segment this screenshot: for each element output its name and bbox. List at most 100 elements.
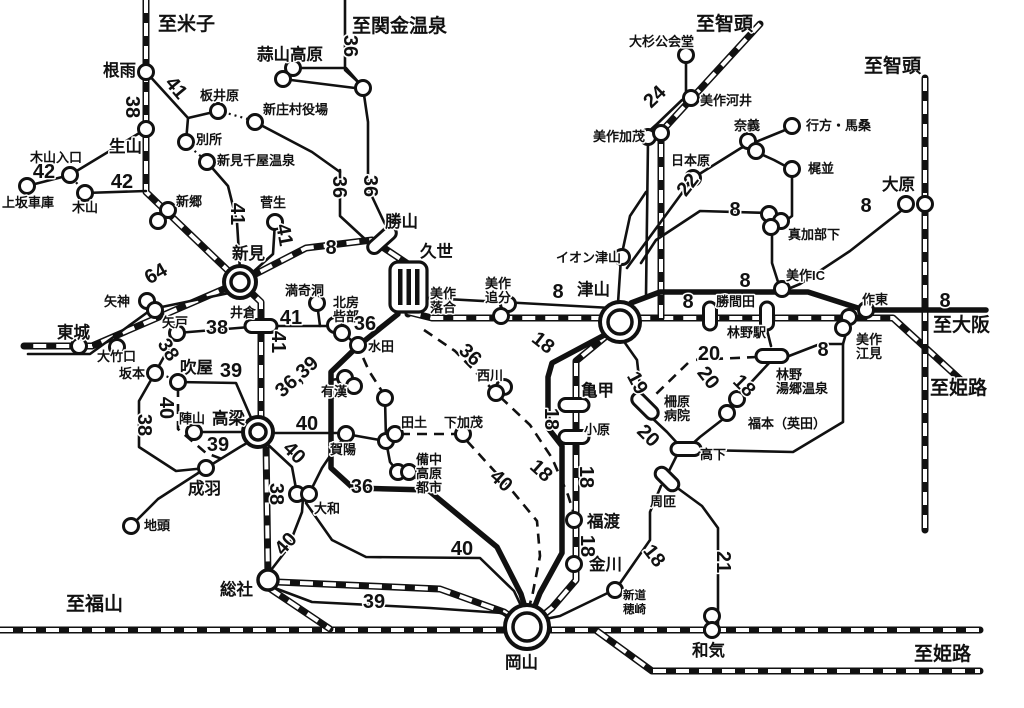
ohara-1-station-marker[interactable] (897, 195, 915, 213)
azae-2-station-marker[interactable] (333, 324, 351, 342)
nishikawa-2-station-marker[interactable] (487, 384, 505, 402)
ukan-2-station-marker[interactable] (345, 377, 363, 395)
line-ohara8-bus-route (786, 205, 908, 291)
fukumoto-2-station-marker[interactable] (718, 404, 736, 422)
fukiya-station-marker[interactable] (169, 373, 187, 391)
yakami-2-station-marker[interactable] (146, 301, 164, 319)
kamenoko-sta-capsule-marker[interactable] (557, 397, 591, 413)
tado-3-station-marker[interactable] (386, 425, 404, 443)
route-number-41-13: 41 (267, 331, 289, 353)
label-生山: 生山 (109, 136, 142, 156)
label-東城: 東城 (57, 322, 91, 342)
kanagawa-station-marker[interactable] (565, 555, 583, 573)
label-作東: 作東 (862, 292, 888, 307)
shindo-hosaki-station-marker[interactable] (606, 581, 624, 599)
kamisaka-shako-station-marker[interactable] (18, 177, 36, 195)
sugao-station-marker[interactable] (266, 213, 284, 231)
label-至関金温泉: 至関金温泉 (352, 14, 448, 37)
route-number-36-24: 36 (351, 476, 373, 498)
mimasaka-kamo-2-station-marker[interactable] (652, 124, 670, 142)
route-number-19-36: 19 (622, 368, 652, 398)
emi-2-station-marker[interactable] (834, 319, 852, 337)
yunogo-sta-capsule-marker[interactable] (754, 348, 790, 364)
namekata-makuwa-station-marker[interactable] (783, 117, 801, 135)
route-number-8-47: 8 (860, 195, 871, 217)
yanahara-sta-capsule-marker[interactable] (629, 390, 661, 422)
nagi-2-station-marker[interactable] (747, 142, 765, 160)
label-水田: 水田 (368, 339, 394, 354)
shinjomura-yakuba-station-marker[interactable] (246, 113, 264, 131)
yamato-2-station-marker[interactable] (300, 485, 318, 503)
route-number-40-23: 40 (270, 528, 301, 559)
shoyama-station-marker[interactable] (137, 120, 155, 138)
otakeguchi-station-marker[interactable] (108, 338, 126, 356)
line-route18-se-bus-route (534, 484, 663, 623)
osugi-kokaido-station-marker[interactable] (677, 46, 695, 64)
trunk-route36-bus-trunk (328, 311, 530, 617)
fukuwatari-station-marker[interactable] (565, 511, 583, 529)
sakuto-station-marker[interactable] (857, 301, 875, 319)
fukumoto-1-station-marker[interactable] (728, 390, 746, 408)
label-福渡: 福渡 (586, 511, 621, 531)
neu-station-marker[interactable] (137, 63, 155, 81)
ikura-sta-capsule-marker[interactable] (243, 318, 279, 334)
kogen-2-station-marker[interactable] (400, 463, 418, 481)
nihonbara-station-marker[interactable] (684, 169, 702, 187)
label-至姫路: 至姫路 (914, 642, 972, 665)
label-周匝: 周匝 (650, 494, 676, 509)
wake-2-station-marker[interactable] (703, 621, 721, 639)
label-林野: 林野湯郷温泉 (776, 367, 829, 396)
takahashi-hub-inner (248, 422, 268, 442)
chiya-onsen-station-marker[interactable] (198, 153, 216, 171)
line-hiruzen1-bus-route (291, 66, 362, 86)
itaibara-station-marker[interactable] (209, 102, 227, 120)
obara-sta-capsule-marker[interactable] (557, 429, 591, 445)
label-大杉公会堂: 大杉公会堂 (629, 34, 694, 49)
katsumada-sta-capsule-marker[interactable] (702, 300, 718, 332)
kouge-sta-capsule-marker[interactable] (669, 441, 703, 457)
nariwa-station-marker[interactable] (197, 459, 215, 477)
label-大竹口: 大竹口 (97, 349, 136, 364)
mizuta-station-marker[interactable] (349, 336, 367, 354)
yato-station-marker[interactable] (168, 324, 186, 342)
route-number-8-46: 8 (682, 291, 693, 313)
hiruzen-2-station-marker[interactable] (274, 70, 292, 88)
route-number-64-10: 64 (141, 258, 172, 289)
mimasaka-ic-station-marker[interactable] (773, 280, 791, 298)
ion-tsuyama-station-marker[interactable] (613, 248, 631, 266)
makabe-3-station-marker[interactable] (762, 218, 780, 236)
suzai-sta-capsule-marker[interactable] (653, 465, 682, 494)
katsuyama-sta-capsule-marker[interactable] (365, 224, 399, 256)
label-成羽: 成羽 (188, 478, 221, 498)
shingo-2-station-marker[interactable] (149, 212, 167, 230)
shingo-1-station-marker[interactable] (159, 201, 177, 219)
kajinami-station-marker[interactable] (783, 160, 801, 178)
line-soja40-bus-route (266, 496, 305, 576)
dot-itaibara-shinjo-bus-route-dotted (222, 110, 252, 122)
sakamoto-station-marker[interactable] (146, 364, 164, 382)
label-美作: 美作追分 (485, 276, 511, 305)
hayashino-sta-capsule-marker[interactable] (759, 300, 775, 332)
shimogamo-station-marker[interactable] (454, 425, 472, 443)
tado-1-station-marker[interactable] (376, 389, 394, 407)
sekigane-jct-station-marker[interactable] (354, 79, 372, 97)
label-至大阪: 至大阪 (933, 313, 991, 336)
jito-station-marker[interactable] (122, 517, 140, 535)
makido-station-marker[interactable] (308, 294, 326, 312)
kayo-station-marker[interactable] (337, 425, 355, 443)
oiwake-2-station-marker[interactable] (492, 307, 510, 325)
soja-station-marker[interactable] (256, 568, 280, 592)
ohara-2-station-marker[interactable] (916, 195, 934, 213)
line-hiruzen2-bus-route (281, 77, 365, 92)
tojo-station-marker[interactable] (70, 337, 88, 355)
mimasaka-kawai-station-marker[interactable] (682, 89, 700, 107)
rail-tsuyama-line-railway-stripes (534, 331, 612, 623)
hiruzen-1-station-marker[interactable] (284, 59, 302, 77)
jinyama-station-marker[interactable] (185, 423, 203, 441)
line-ion-tsuyama-bus-route (616, 190, 648, 305)
label-福本（英田）: 福本（英田） (747, 416, 826, 431)
bessho-station-marker[interactable] (177, 133, 195, 151)
kiyama-station-marker[interactable] (76, 184, 94, 202)
kiyama-iriguchi-station-marker[interactable] (61, 166, 79, 184)
